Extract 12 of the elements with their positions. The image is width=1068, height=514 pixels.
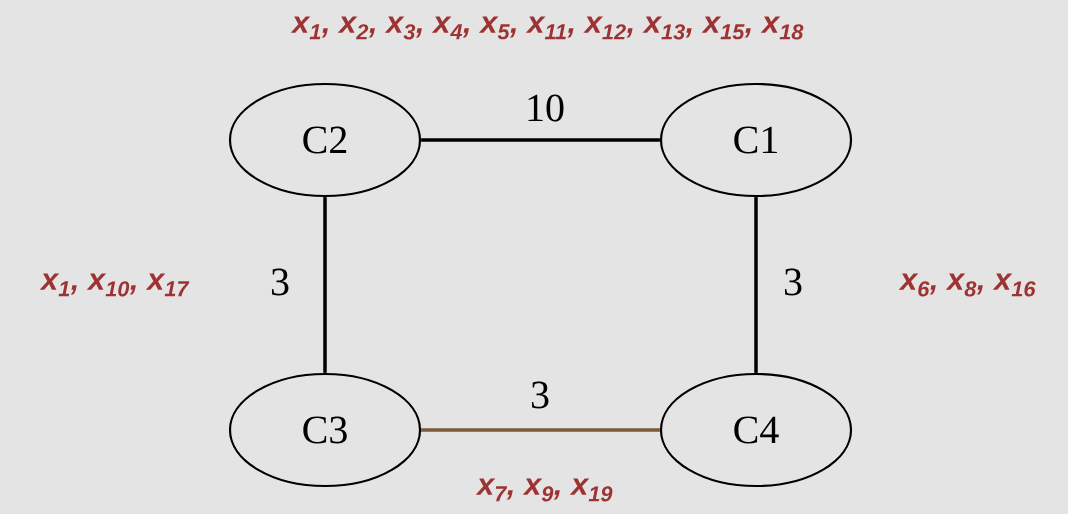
connector-line — [323, 197, 327, 373]
connector-line — [421, 428, 660, 432]
edge-label: 10 — [528, 94, 564, 122]
member-list: x$_{1}$, x$_{10}$, x$_{17}$ — [39, 273, 190, 297]
member-list: x$_{1}$, x$_{2}$, x$_{3}$, x$_{4}$, x$_{5}$, x$_{11}$, x$_{12}$, x$_{13}$, x$_{15}$, x$_{18}$ — [290, 16, 804, 40]
edge-label: 3 — [531, 381, 549, 409]
connector-line — [754, 197, 758, 373]
member-list: x$_{7}$, x$_{9}$, x$_{19}$ — [475, 478, 613, 502]
member-list: x$_{6}$, x$_{8}$, x$_{16}$ — [898, 273, 1036, 297]
connector-line — [421, 138, 660, 142]
edge-label: 3 — [784, 268, 802, 296]
edge-label: 3 — [271, 268, 289, 296]
